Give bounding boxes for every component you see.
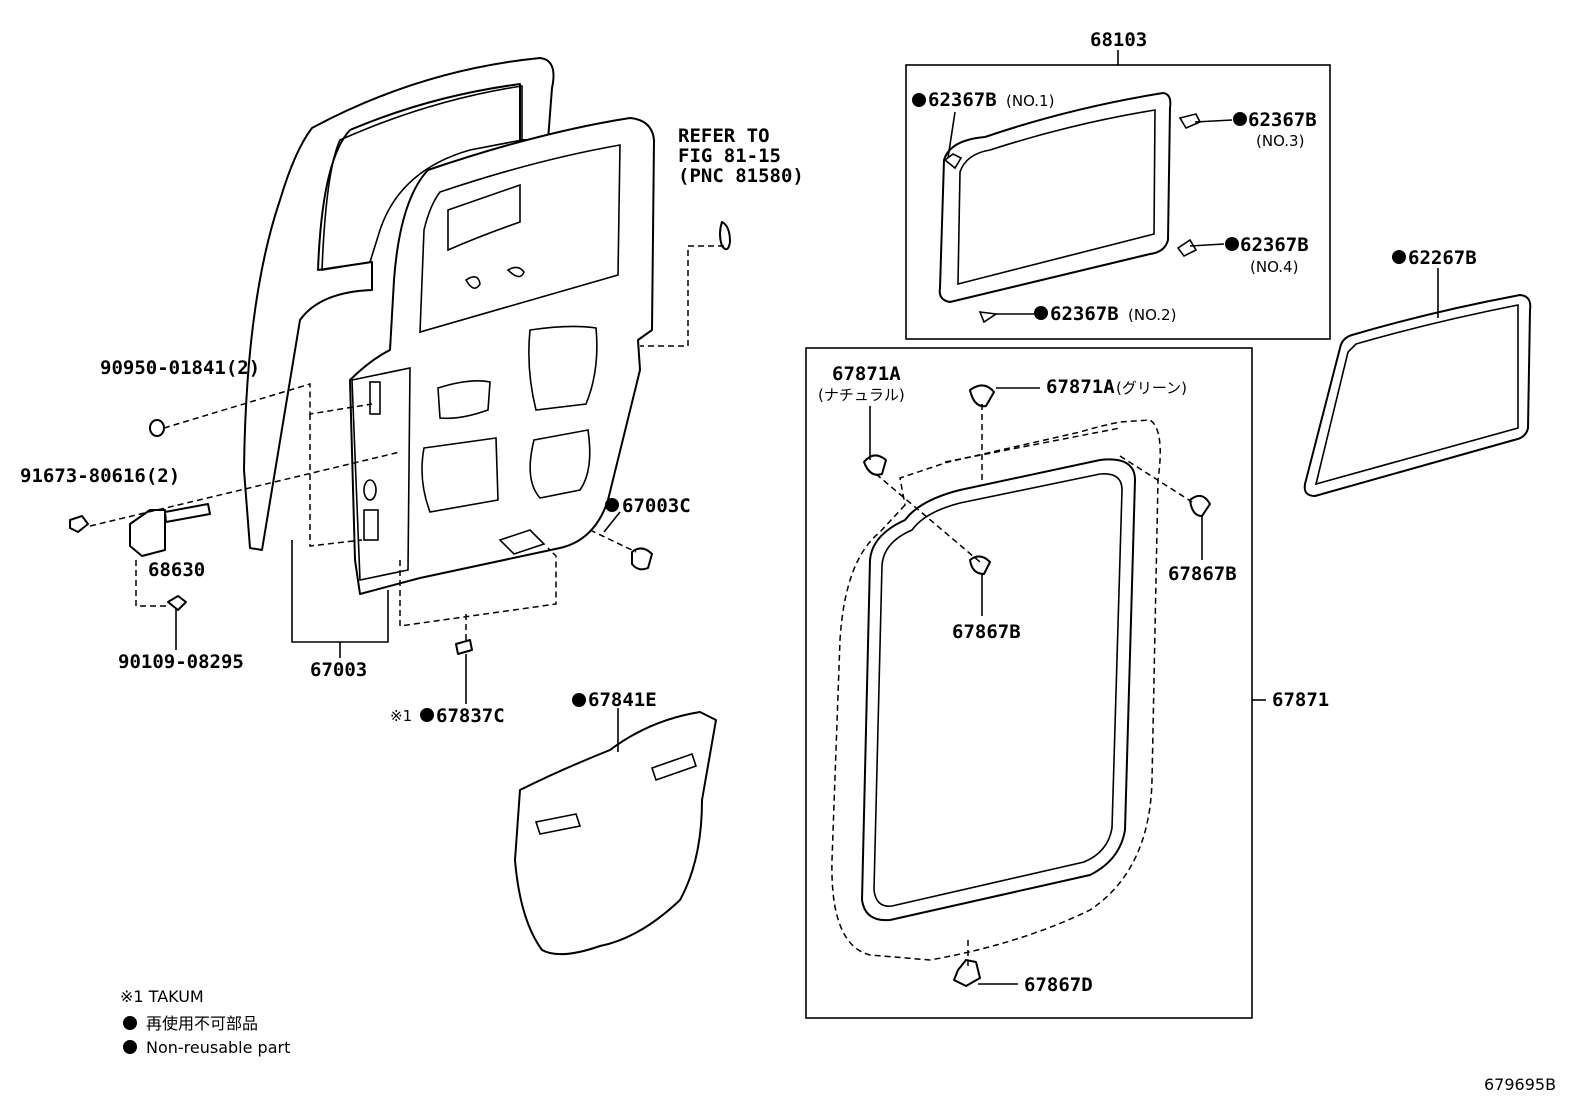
- dashed-relation-lines: [89, 245, 1193, 966]
- clip-67871a-green-icon: [969, 384, 995, 408]
- non-reusable-markers: [420, 93, 1406, 722]
- legend-dot-en: [123, 1040, 137, 1054]
- refer-note-line2: FIG 81-15: [678, 145, 781, 167]
- label-62367b-no3-sub: (NO.3): [1256, 132, 1304, 150]
- label-67837c: 67837C: [436, 705, 505, 727]
- label-67003c: 67003C: [622, 495, 691, 517]
- label-91673-80616: 91673-80616(2): [20, 465, 180, 487]
- service-hole-cover-67841e: [514, 711, 717, 956]
- label-62367b-no4: 62367B: [1240, 234, 1309, 256]
- label-62367b-no1-sub: (NO.1): [1006, 92, 1054, 110]
- door-inner-frame: [349, 117, 655, 595]
- legend: ※1 TAKUM 再使用不可部品 Non-reusable part: [120, 987, 290, 1057]
- label-67867b-right: 67867B: [1168, 563, 1237, 585]
- grommet-icon: [719, 221, 731, 251]
- legend-takum: ※1 TAKUM: [120, 987, 204, 1006]
- label-67841e: 67841E: [588, 689, 657, 711]
- clip-67871a-natural-icon: [863, 454, 887, 476]
- legend-non-reusable-en: Non-reusable part: [146, 1038, 290, 1057]
- label-67871a-natural-sub: (ナチュラル): [818, 386, 905, 404]
- window-seal-62267b: [1303, 294, 1532, 497]
- label-67867b-center: 67867B: [952, 621, 1021, 643]
- window-frame-68103: [905, 64, 1331, 340]
- legend-non-reusable-jp: 再使用不可部品: [146, 1014, 258, 1033]
- clip-67837c-icon: [455, 639, 473, 655]
- weatherstrip-67871: [805, 347, 1253, 1019]
- label-62367b-no4-sub: (NO.4): [1250, 258, 1298, 276]
- label-62367b-no2: 62367B: [1050, 303, 1119, 325]
- leader-lines: [175, 50, 1439, 985]
- label-67867d: 67867D: [1024, 974, 1093, 996]
- label-62267b: 62267B: [1408, 247, 1477, 269]
- refer-note-line3: (PNC 81580): [678, 165, 804, 187]
- plug-67003c-icon: [631, 547, 653, 571]
- legend-dot-jp: [123, 1016, 137, 1030]
- clip-67867b-center-icon: [969, 555, 991, 575]
- label-67871a-green-sub: (グリーン): [1116, 379, 1187, 397]
- label-68103: 68103: [1090, 29, 1147, 51]
- figure-id: 679695B: [1484, 1075, 1556, 1094]
- label-67871: 67871: [1272, 689, 1329, 711]
- door-outer-panel: [243, 57, 555, 551]
- nut-90950-icon: [149, 419, 165, 437]
- label-67871a-green: 67871A: [1046, 376, 1115, 398]
- clip-67867d-icon: [953, 959, 981, 987]
- label-62367b-no2-sub: (NO.2): [1128, 306, 1176, 324]
- refer-note-line1: REFER TO: [678, 125, 770, 147]
- bolt-90109-icon: [167, 595, 187, 611]
- label-68630: 68630: [148, 559, 205, 581]
- label-62367b-no1: 62367B: [928, 89, 997, 111]
- label-67003: 67003: [310, 659, 367, 681]
- clip-67867b-right-icon: [1189, 494, 1211, 517]
- label-62367b-no3: 62367B: [1248, 109, 1317, 131]
- label-67837c-prefix: ※1: [390, 707, 412, 725]
- label-90109-08295: 90109-08295: [118, 651, 244, 673]
- label-90950-01841: 90950-01841(2): [100, 357, 260, 379]
- label-67871a-natural: 67871A: [832, 363, 901, 385]
- hinge-68630: [69, 503, 211, 557]
